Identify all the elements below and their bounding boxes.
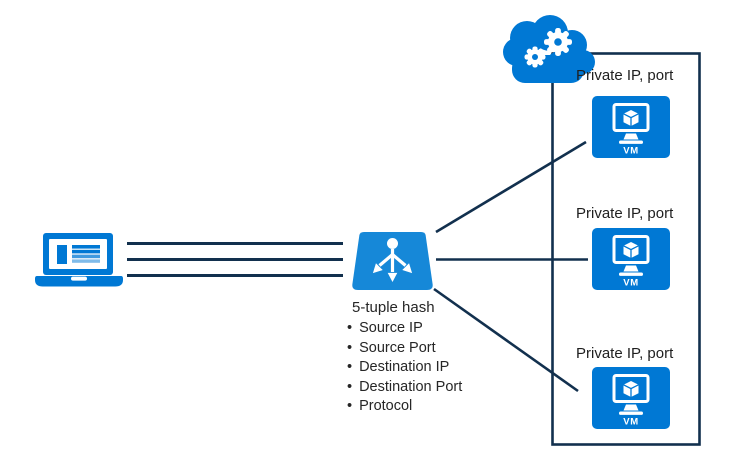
cloud-with-gears-icon — [503, 15, 595, 83]
vm-monitor-base — [619, 411, 643, 415]
laptop-icon — [35, 233, 123, 287]
bullet: • — [347, 320, 353, 336]
bullet: • — [347, 359, 353, 375]
lb-to-vm-link-3 — [433, 287, 579, 393]
vm-private-ip-label-1: Private IP, port — [576, 67, 674, 84]
vm-monitor-stand — [623, 265, 639, 272]
bullet: • — [347, 398, 353, 414]
hash-field-item: • Protocol — [347, 397, 462, 417]
laptop-screen-sidebar — [57, 245, 67, 264]
vm-private-ip-label-3: Private IP, port — [576, 345, 674, 362]
vm-monitor-stand — [623, 404, 639, 411]
bullet: • — [347, 378, 353, 395]
vm-monitor-base — [619, 272, 643, 276]
hash-field-list: • Source IP • Source Port • Destination … — [347, 319, 462, 417]
laptop-trackpad-notch — [71, 276, 87, 281]
vm-monitor-stand — [623, 133, 639, 140]
gear-icon-large — [544, 28, 572, 56]
laptop-screen-lines — [72, 245, 100, 263]
hash-field-item: • Source Port — [347, 339, 462, 359]
client-to-lb-links — [127, 242, 343, 277]
vm-private-ip-label-2: Private IP, port — [576, 205, 674, 222]
vm-icon-2: VM — [592, 228, 670, 290]
vm-badge: VM — [623, 146, 638, 157]
vm-monitor-base — [619, 140, 643, 144]
vm-badge: VM — [623, 278, 638, 289]
hash-field-item: • Destination Port — [347, 378, 462, 398]
hash-field-label: Destination IP — [359, 359, 450, 375]
hash-title: 5-tuple hash — [352, 299, 435, 316]
vm-tile — [592, 96, 670, 158]
vm-tile — [592, 228, 670, 290]
vm-monitor — [612, 103, 650, 132]
vm-monitor — [612, 235, 650, 264]
hash-field-label: Protocol — [359, 398, 413, 414]
vm-icon-1: VM — [592, 96, 670, 158]
vm-badge: VM — [623, 417, 638, 428]
five-tuple-hash-annotation: 5-tuple hash • Source IP • Source Port •… — [347, 299, 462, 417]
laptop-base — [35, 276, 123, 287]
lb-to-vm-links — [433, 140, 588, 393]
hash-field-item: • Destination IP — [347, 358, 462, 378]
hash-field-label: Source Port — [359, 339, 436, 356]
hash-field-label: Destination Port — [359, 378, 463, 395]
backend-pool-boundary-box — [551, 52, 701, 446]
load-balancer-icon — [352, 232, 433, 290]
vm-monitor — [612, 374, 650, 403]
hash-field-item: • Source IP — [347, 319, 462, 339]
hash-field-label: Source IP — [359, 320, 423, 336]
vm-icon-3: VM — [592, 367, 670, 429]
load-balancer-arrows — [372, 238, 413, 282]
lb-to-vm-link-1 — [435, 140, 587, 234]
vm-icons: VM VM VM — [592, 96, 670, 429]
bullet: • — [347, 339, 353, 356]
vm-tile — [592, 367, 670, 429]
gear-icon-small — [524, 46, 546, 68]
